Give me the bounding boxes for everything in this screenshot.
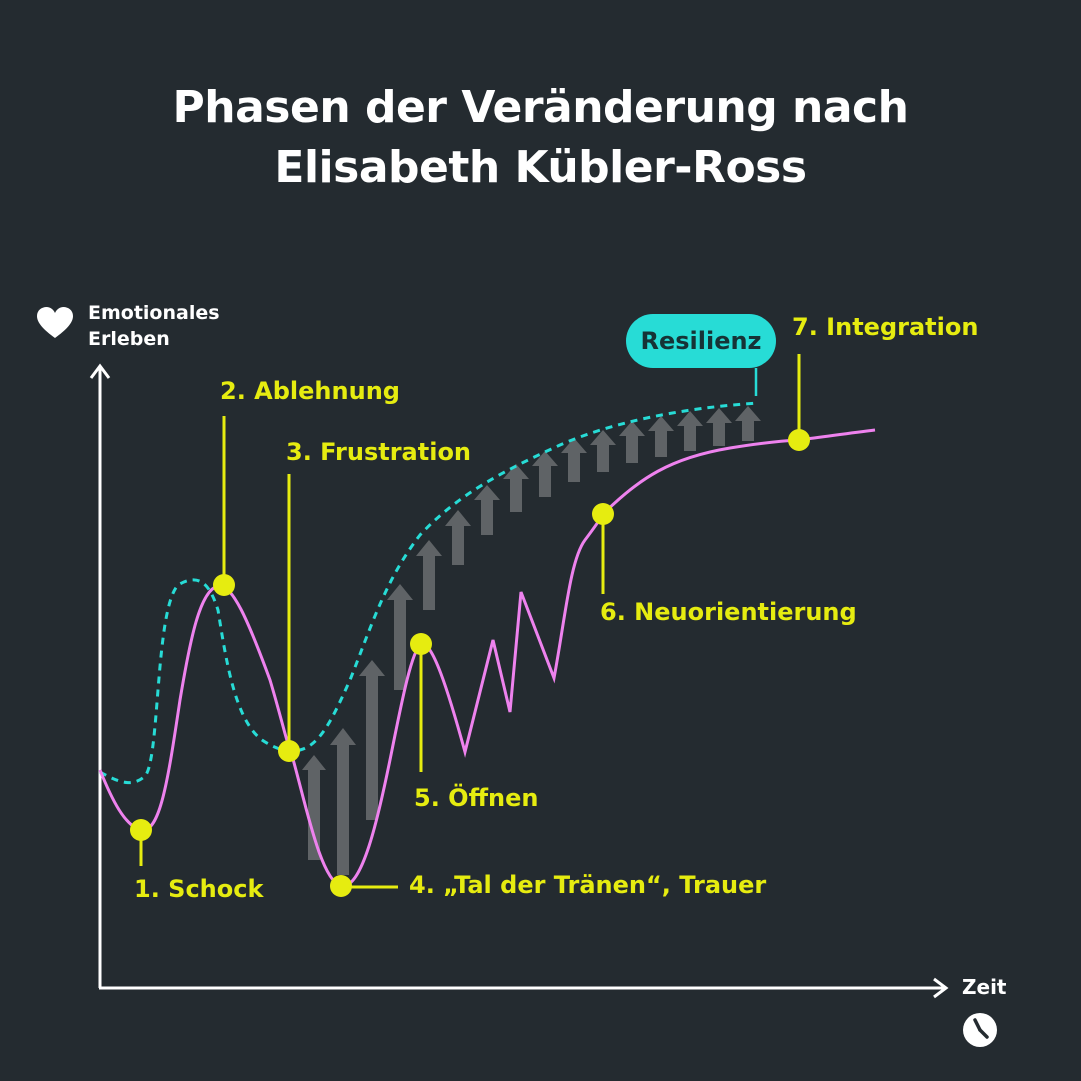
phase-marker-frustration: [278, 740, 300, 762]
resilience-arrow: [735, 406, 761, 441]
phase-marker-oeffnen: [410, 633, 432, 655]
resilience-arrow: [474, 485, 500, 535]
resilience-arrow: [561, 438, 587, 482]
emotion-curve: [98, 428, 876, 888]
axes: [89, 363, 949, 999]
resilience-arrow: [387, 584, 413, 690]
phase-label-ablehnung: 2. Ablehnung: [220, 377, 400, 405]
x-axis-arrowhead: [933, 977, 949, 999]
heart-icon: [37, 307, 73, 338]
phase-markers: [130, 429, 810, 897]
resilience-arrow: [590, 430, 616, 472]
y-axis-label-line-1: Emotionales: [88, 302, 220, 324]
clock-icon: [963, 1013, 997, 1047]
phase-marker-neuorientierung: [592, 503, 614, 525]
resilience-arrow: [302, 755, 326, 860]
phase-label-oeffnen: 5. Öffnen: [414, 784, 539, 812]
phase-leader-lines: [139, 354, 801, 889]
phase-marker-schock: [130, 819, 152, 841]
y-axis-arrowhead: [89, 363, 111, 379]
phase-label-frustration: 3. Frustration: [286, 438, 472, 466]
resilience-arrow: [416, 540, 442, 610]
phase-marker-integration: [788, 429, 810, 451]
resilience-arrow: [677, 411, 703, 451]
title-line-2: Elisabeth Kübler-Ross: [274, 142, 807, 193]
phase-label-neuorientierung: 6. Neuorientierung: [600, 598, 857, 626]
resilience-arrow: [503, 464, 529, 512]
phase-label-integration: 7. Integration: [792, 313, 979, 341]
phase-label-schock: 1. Schock: [134, 875, 264, 903]
y-axis-label-line-2: Erleben: [88, 328, 170, 350]
phase-marker-trauer: [330, 875, 352, 897]
resilience-arrow: [330, 728, 356, 875]
page-title: Phasen der Veränderung nach Elisabeth Kü…: [0, 78, 1081, 198]
title-line-1: Phasen der Veränderung nach: [172, 82, 909, 133]
resilience-arrow: [359, 660, 385, 820]
resilience-badge: Resilienz: [626, 314, 776, 368]
resilience-arrows: [302, 406, 761, 875]
y-axis-label: Emotionales Erleben: [88, 300, 220, 352]
resilience-arrow: [648, 416, 674, 457]
phase-label-trauer: 4. „Tal der Tränen“, Trauer: [409, 871, 767, 899]
resilience-arrow: [445, 510, 471, 565]
x-axis-label: Zeit: [962, 975, 1007, 999]
resilience-arrow: [706, 408, 732, 446]
resilience-arrow: [532, 451, 558, 497]
phase-marker-ablehnung: [213, 574, 235, 596]
resilience-arrow: [619, 421, 645, 463]
